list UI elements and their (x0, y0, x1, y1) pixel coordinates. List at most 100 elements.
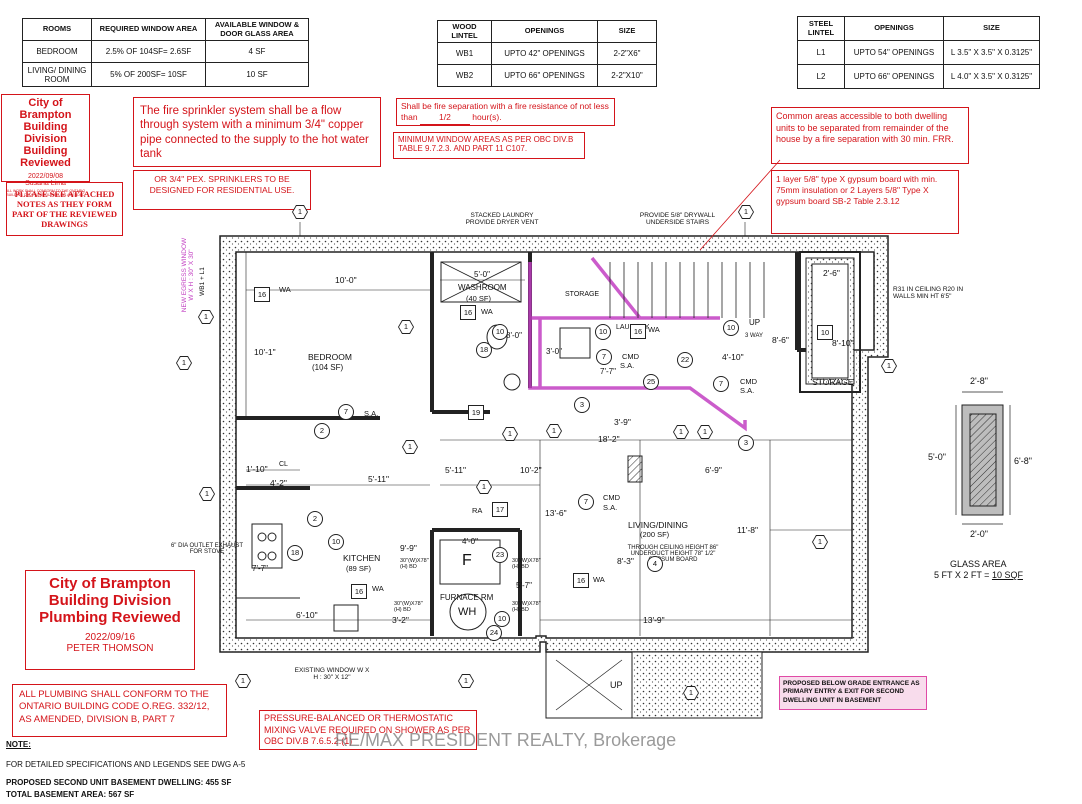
tag-3: 3 (574, 397, 590, 413)
tag-7: 7 (338, 404, 354, 420)
dimension: 4'-0" (462, 537, 478, 546)
common-areas-text: Common areas accessible to both dwelling… (776, 111, 954, 145)
dimension: 5'-7" (516, 581, 532, 590)
dimension: 10'-1" (254, 347, 276, 357)
sa-label: S.A. (364, 409, 379, 418)
dimension: 8'-10" (832, 338, 854, 348)
min-window-note: MINIMUM WINDOW AREAS AS PER OBC DIV.B TA… (393, 132, 585, 159)
table-header: OPENINGS (844, 16, 944, 41)
table-cell: L 3.5" X 3.5" X 0.3125" (943, 40, 1040, 65)
tag-7: 7 (713, 376, 729, 392)
table-cell: L2 (797, 64, 845, 89)
wa-label: WA (481, 307, 493, 316)
stamp-line: Building Reviewed (20, 145, 71, 169)
tag-25: 25 (643, 374, 659, 390)
dimension: 7'-7" (252, 564, 268, 573)
table-row: BEDROOM 2.5% OF 104SF= 2.6SF 4 SF (22, 40, 309, 64)
stamp-fine-print: ALL WORK SHALL CONFORM TO THE ONTARIO BU… (5, 189, 86, 197)
door-label: 30"(W)X78"(H) BD (512, 601, 541, 613)
dimension: 2'-6" (823, 268, 840, 278)
tag-1-hex: 1 (673, 425, 689, 439)
tag-16: 16 (460, 305, 476, 320)
fire-sep-value: 1/2 (419, 112, 470, 125)
table-cell: UPTO 66" OPENINGS (491, 64, 598, 88)
wa-label: WA (279, 285, 291, 294)
glass-width-dim: 2'-8" (970, 376, 988, 386)
tag-10: 10 (723, 320, 739, 336)
grade-entrance-note: PROPOSED BELOW GRADE ENTRANCE AS PRIMARY… (779, 676, 927, 710)
tag-1-hex: 1 (402, 440, 418, 454)
stamp-line: Building Division (48, 592, 172, 609)
tag-19: 19 (468, 405, 484, 420)
room-washroom-area: (40 SF) (466, 294, 492, 303)
grade-entrance-text: PROPOSED BELOW GRADE ENTRANCE AS PRIMARY… (783, 680, 920, 704)
cmd-label: CMD (622, 352, 640, 361)
dimension: 4'-10" (722, 352, 744, 362)
pex-note: OR 3/4" PEX. SPRINKLERS TO BE DESIGNED F… (133, 170, 311, 210)
room-kitchen: KITCHEN (343, 553, 381, 563)
specs-note: FOR DETAILED SPECIFICATIONS AND LEGENDS … (6, 760, 246, 769)
tag-1-hex: 1 (398, 320, 414, 334)
note-title: NOTE: (6, 740, 31, 749)
dimension: 5'-0" (474, 270, 490, 279)
room-storage: STORAGE (812, 377, 854, 387)
stamp-name: Susana Lima (25, 180, 66, 187)
dimension: 6'-10" (296, 610, 318, 620)
fire-separation-note: Shall be fire separation with a fire res… (396, 98, 615, 126)
table-cell: WB1 (437, 42, 492, 66)
dimension: 5'-11" (368, 474, 390, 484)
stacked-laundry-label: STACKED LAUNDRY PROVIDE DRYER VENT (465, 212, 539, 226)
lintel-label: WB1 + L1 (198, 267, 206, 296)
table-header: SIZE (597, 19, 657, 44)
common-areas-note: Common areas accessible to both dwelling… (771, 107, 969, 164)
sa-label: S.A. (740, 386, 755, 395)
dimension: 9'-9" (400, 543, 417, 553)
stamp-line: Plumbing Reviewed (39, 609, 181, 626)
table-cell: UPTO 66" OPENINGS (844, 64, 944, 89)
ra-label: RA (472, 506, 483, 515)
interior-walls (236, 252, 852, 636)
dimension: 3'-2" (392, 615, 409, 625)
table-cell: UPTO 42" OPENINGS (491, 42, 598, 66)
attached-notes-text: PLEASE SEE ATTACHED NOTES AS THEY FORM P… (12, 189, 117, 229)
tag-1-hex: 1 (199, 487, 215, 501)
tag-1-hex: 1 (697, 425, 713, 439)
room-bedroom: BEDROOM (308, 352, 352, 362)
attached-notes-box: PLEASE SEE ATTACHED NOTES AS THEY FORM P… (6, 182, 123, 236)
pressure-valve-note: PRESSURE-BALANCED OR THERMOSTATIC MIXING… (259, 710, 477, 750)
total-area: TOTAL BASEMENT AREA: 567 SF (6, 790, 135, 799)
plumbing-conform-note: ALL PLUMBING SHALL CONFORM TO THE ONTARI… (12, 684, 227, 737)
tag-10: 10 (328, 534, 344, 550)
tag-16: 16 (254, 287, 270, 302)
tag-18: 18 (287, 545, 303, 561)
glass-height-dim: 5'-0" (928, 452, 946, 462)
window-detail (955, 391, 1011, 525)
tag-2: 2 (314, 423, 330, 439)
tag-2: 2 (307, 511, 323, 527)
table-row: LIVING/ DINING ROOM 5% OF 200SF= 10SF 10… (22, 62, 309, 88)
r31-label: R31 IN CEILING R20 IN WALLS MIN HT 6'5" (893, 286, 964, 300)
sa-label: S.A. (603, 503, 618, 512)
gypsum-note: 1 layer 5/8" type X gypsum board with mi… (771, 170, 959, 234)
stamp-line: City of Brampton (49, 575, 171, 592)
foundation-walls (219, 235, 889, 653)
dimension: 18'-2" (598, 434, 620, 444)
wood-lintel-table: WOOD LINTEL OPENINGS SIZE WB1 UPTO 42" O… (437, 19, 657, 88)
pex-text: OR 3/4" PEX. SPRINKLERS TO BE DESIGNED F… (149, 174, 295, 196)
table-cell: WB2 (437, 64, 492, 88)
table-header: STEEL LINTEL (797, 16, 845, 41)
dimension: 8'-3" (617, 556, 634, 566)
tag-23: 23 (492, 547, 508, 563)
door-label: 30"(W)X78"(H) BD (394, 601, 423, 613)
tag-3: 3 (738, 435, 754, 451)
plumbing-review-stamp: City of Brampton Building Division Plumb… (25, 570, 195, 670)
dimension: 13'-9" (643, 615, 665, 625)
table-cell: UPTO 54" OPENINGS (844, 40, 944, 65)
cmd-label: CMD (603, 493, 621, 502)
door-label: 30"(W)X78"(H) BD (400, 558, 429, 570)
existing-window-label: EXISTING WINDOW W X H : 30" X 12" (294, 667, 370, 681)
table-cell: L1 (797, 40, 845, 65)
water-heater-symbol: WH (458, 606, 477, 618)
table-cell: 5% OF 200SF= 10SF (91, 62, 206, 88)
tag-1-hex: 1 (812, 535, 828, 549)
